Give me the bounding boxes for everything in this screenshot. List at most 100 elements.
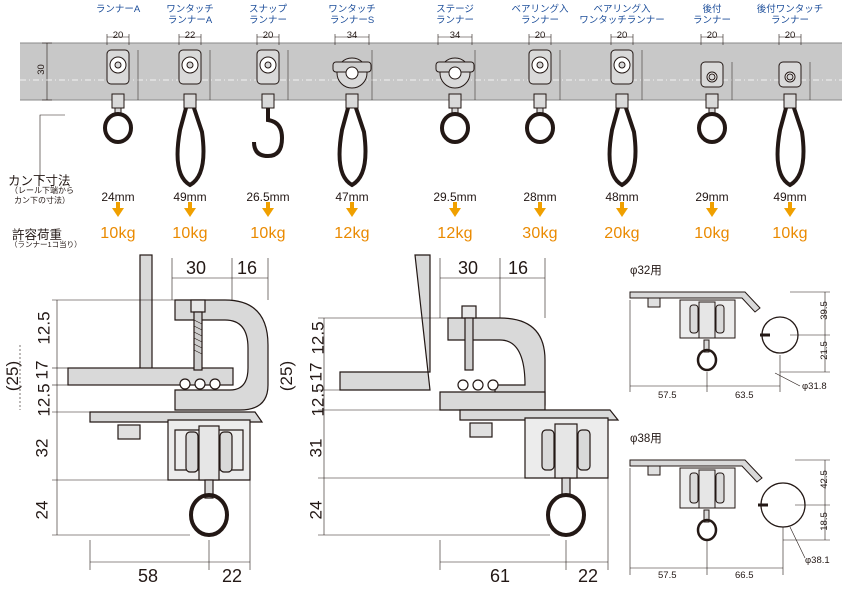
runner-width-label: 20 (706, 30, 718, 41)
clamp-left-v32: 32 (32, 438, 52, 458)
clamp-left-top-w1: 30 (186, 258, 207, 278)
runner-name-line2: ランナー (770, 15, 810, 26)
clamp-right-v125b: 12.5 (308, 383, 328, 417)
runner-kan-dimension: 28mm (523, 190, 557, 204)
clamp-left-bottom-w1: 58 (138, 566, 159, 586)
runner-drawing (697, 34, 733, 144)
clamp-left-v24: 24 (32, 500, 52, 520)
runner-width-label: 20 (262, 30, 274, 41)
down-arrow-icon (346, 202, 358, 217)
clamp-right-v24: 24 (306, 500, 326, 520)
runner-kan-dimension: 49mm (773, 190, 807, 204)
runner-width-label: 22 (184, 30, 196, 41)
clamp-right-drawing (339, 254, 620, 537)
clamp-right-v31: 31 (306, 438, 326, 458)
runner-load-value: 10kg (100, 225, 136, 242)
runner-kan-dimension: 29.5mm (433, 190, 477, 204)
runner-name-line2: ランナー (692, 15, 732, 26)
pipe38-drawing (629, 459, 806, 542)
clamp-right-bottom-w2: 22 (578, 566, 599, 586)
clamp-right-bottom-w1: 61 (490, 566, 511, 586)
runner-name-line1: 後付ワンタッチ (756, 4, 824, 15)
clamp-left-v25: (25) (3, 360, 23, 392)
runner-width-label: 20 (616, 30, 628, 41)
clamp-left-bottom-w2: 22 (222, 566, 243, 586)
runner-drawing (252, 34, 289, 159)
down-arrow-icon (184, 202, 196, 217)
clamp-right-top-w1: 30 (458, 258, 479, 278)
runner-width-label: 20 (784, 30, 796, 41)
down-arrow-icon (616, 202, 628, 217)
pipe38-title: φ38用 (630, 433, 662, 445)
runner-kan-dimension: 26.5mm (246, 190, 290, 204)
down-arrow-icon (784, 202, 796, 217)
clamp-right-v125a: 12.5 (308, 321, 328, 355)
kan-sub-2: カン下の寸法） (14, 196, 70, 205)
runner-load-value: 12kg (334, 225, 370, 242)
clamp-left-top-w2: 16 (237, 258, 258, 278)
runner-width-label: 34 (449, 30, 461, 41)
down-arrow-icon (262, 202, 274, 217)
runner-width-label: 20 (534, 30, 546, 41)
runner-name-line1: 後付 (702, 4, 722, 15)
runner-load-value: 20kg (604, 225, 640, 242)
runner-name-line1: ワンタッチ (328, 4, 376, 15)
runner-load-value: 10kg (694, 225, 730, 242)
load-title: 許容荷重 (12, 228, 63, 242)
runner-drawing (435, 34, 476, 144)
pipe38-dia: φ38.1 (805, 555, 830, 566)
down-arrow-icon (449, 202, 461, 217)
clamp-right-v25: (25) (277, 360, 297, 392)
pipe38-h1: 42.5 (818, 470, 830, 489)
runner-load-value: 12kg (437, 225, 473, 242)
clamp-left-v125a: 12.5 (34, 311, 54, 345)
pipe32-dia: φ31.8 (802, 381, 827, 392)
pipe32-w2: 63.5 (735, 390, 754, 401)
down-arrow-icon (706, 202, 718, 217)
runner-width-label: 34 (346, 30, 358, 41)
runner-drawing (103, 34, 139, 144)
runner-name-line2: ワンタッチランナー (579, 15, 665, 26)
runner-kan-dimension: 47mm (335, 190, 369, 204)
rail-height-label: 30 (35, 64, 47, 75)
down-arrow-icon (534, 202, 546, 217)
runner-kan-dimension: 24mm (101, 190, 135, 204)
kan-sub-1: （レール下端から (10, 186, 74, 195)
runner-name-line1: ランナーA (95, 4, 141, 15)
clamp-left-v125b: 12.5 (34, 383, 54, 417)
clamp-right-v17: 17 (306, 362, 326, 382)
runner-name-line1: ステージ (436, 4, 474, 15)
runner-load-value: 30kg (522, 225, 558, 242)
runner-name-line1: スナップ (248, 4, 288, 15)
runner-drawing (332, 34, 373, 188)
runner-drawing (525, 34, 561, 144)
pipe32-h2: 21.5 (818, 341, 830, 360)
runner-name-line1: ベアリング入 (593, 4, 651, 15)
kan-title: カン下寸法 (8, 174, 71, 188)
pipe32-drawing (629, 291, 799, 372)
runner-name-line2: ランナー (520, 15, 560, 26)
runner-name-line2: ランナーA (167, 15, 213, 26)
runner-kan-dimension: 48mm (605, 190, 639, 204)
clamp-left-drawing (67, 254, 269, 537)
runner-drawing (607, 34, 643, 188)
clamp-right-top-w2: 16 (508, 258, 529, 278)
pipe32-w1: 57.5 (658, 390, 677, 401)
runner-kan-dimension: 49mm (173, 190, 207, 204)
load-sub: （ランナー1コ当り） (10, 240, 82, 249)
clamp-left-v17: 17 (32, 360, 52, 380)
pipe32-title: φ32用 (630, 265, 662, 277)
runner-load-value: 10kg (772, 225, 808, 242)
runner-load-value: 10kg (250, 225, 286, 242)
runner-drawing (175, 34, 211, 188)
runner-drawing (775, 34, 811, 188)
pipe38-w1: 57.5 (658, 570, 677, 581)
runner-width-label: 20 (112, 30, 124, 41)
pipe32-h1: 39.5 (818, 301, 830, 320)
runner-name-line2: ランナー (435, 15, 475, 26)
runner-load-value: 10kg (172, 225, 208, 242)
runner-kan-dimension: 29mm (695, 190, 729, 204)
runner-name-line1: ワンタッチ (166, 4, 214, 15)
pipe38-w2: 66.5 (735, 570, 754, 581)
runner-name-line2: ランナーS (329, 15, 375, 26)
